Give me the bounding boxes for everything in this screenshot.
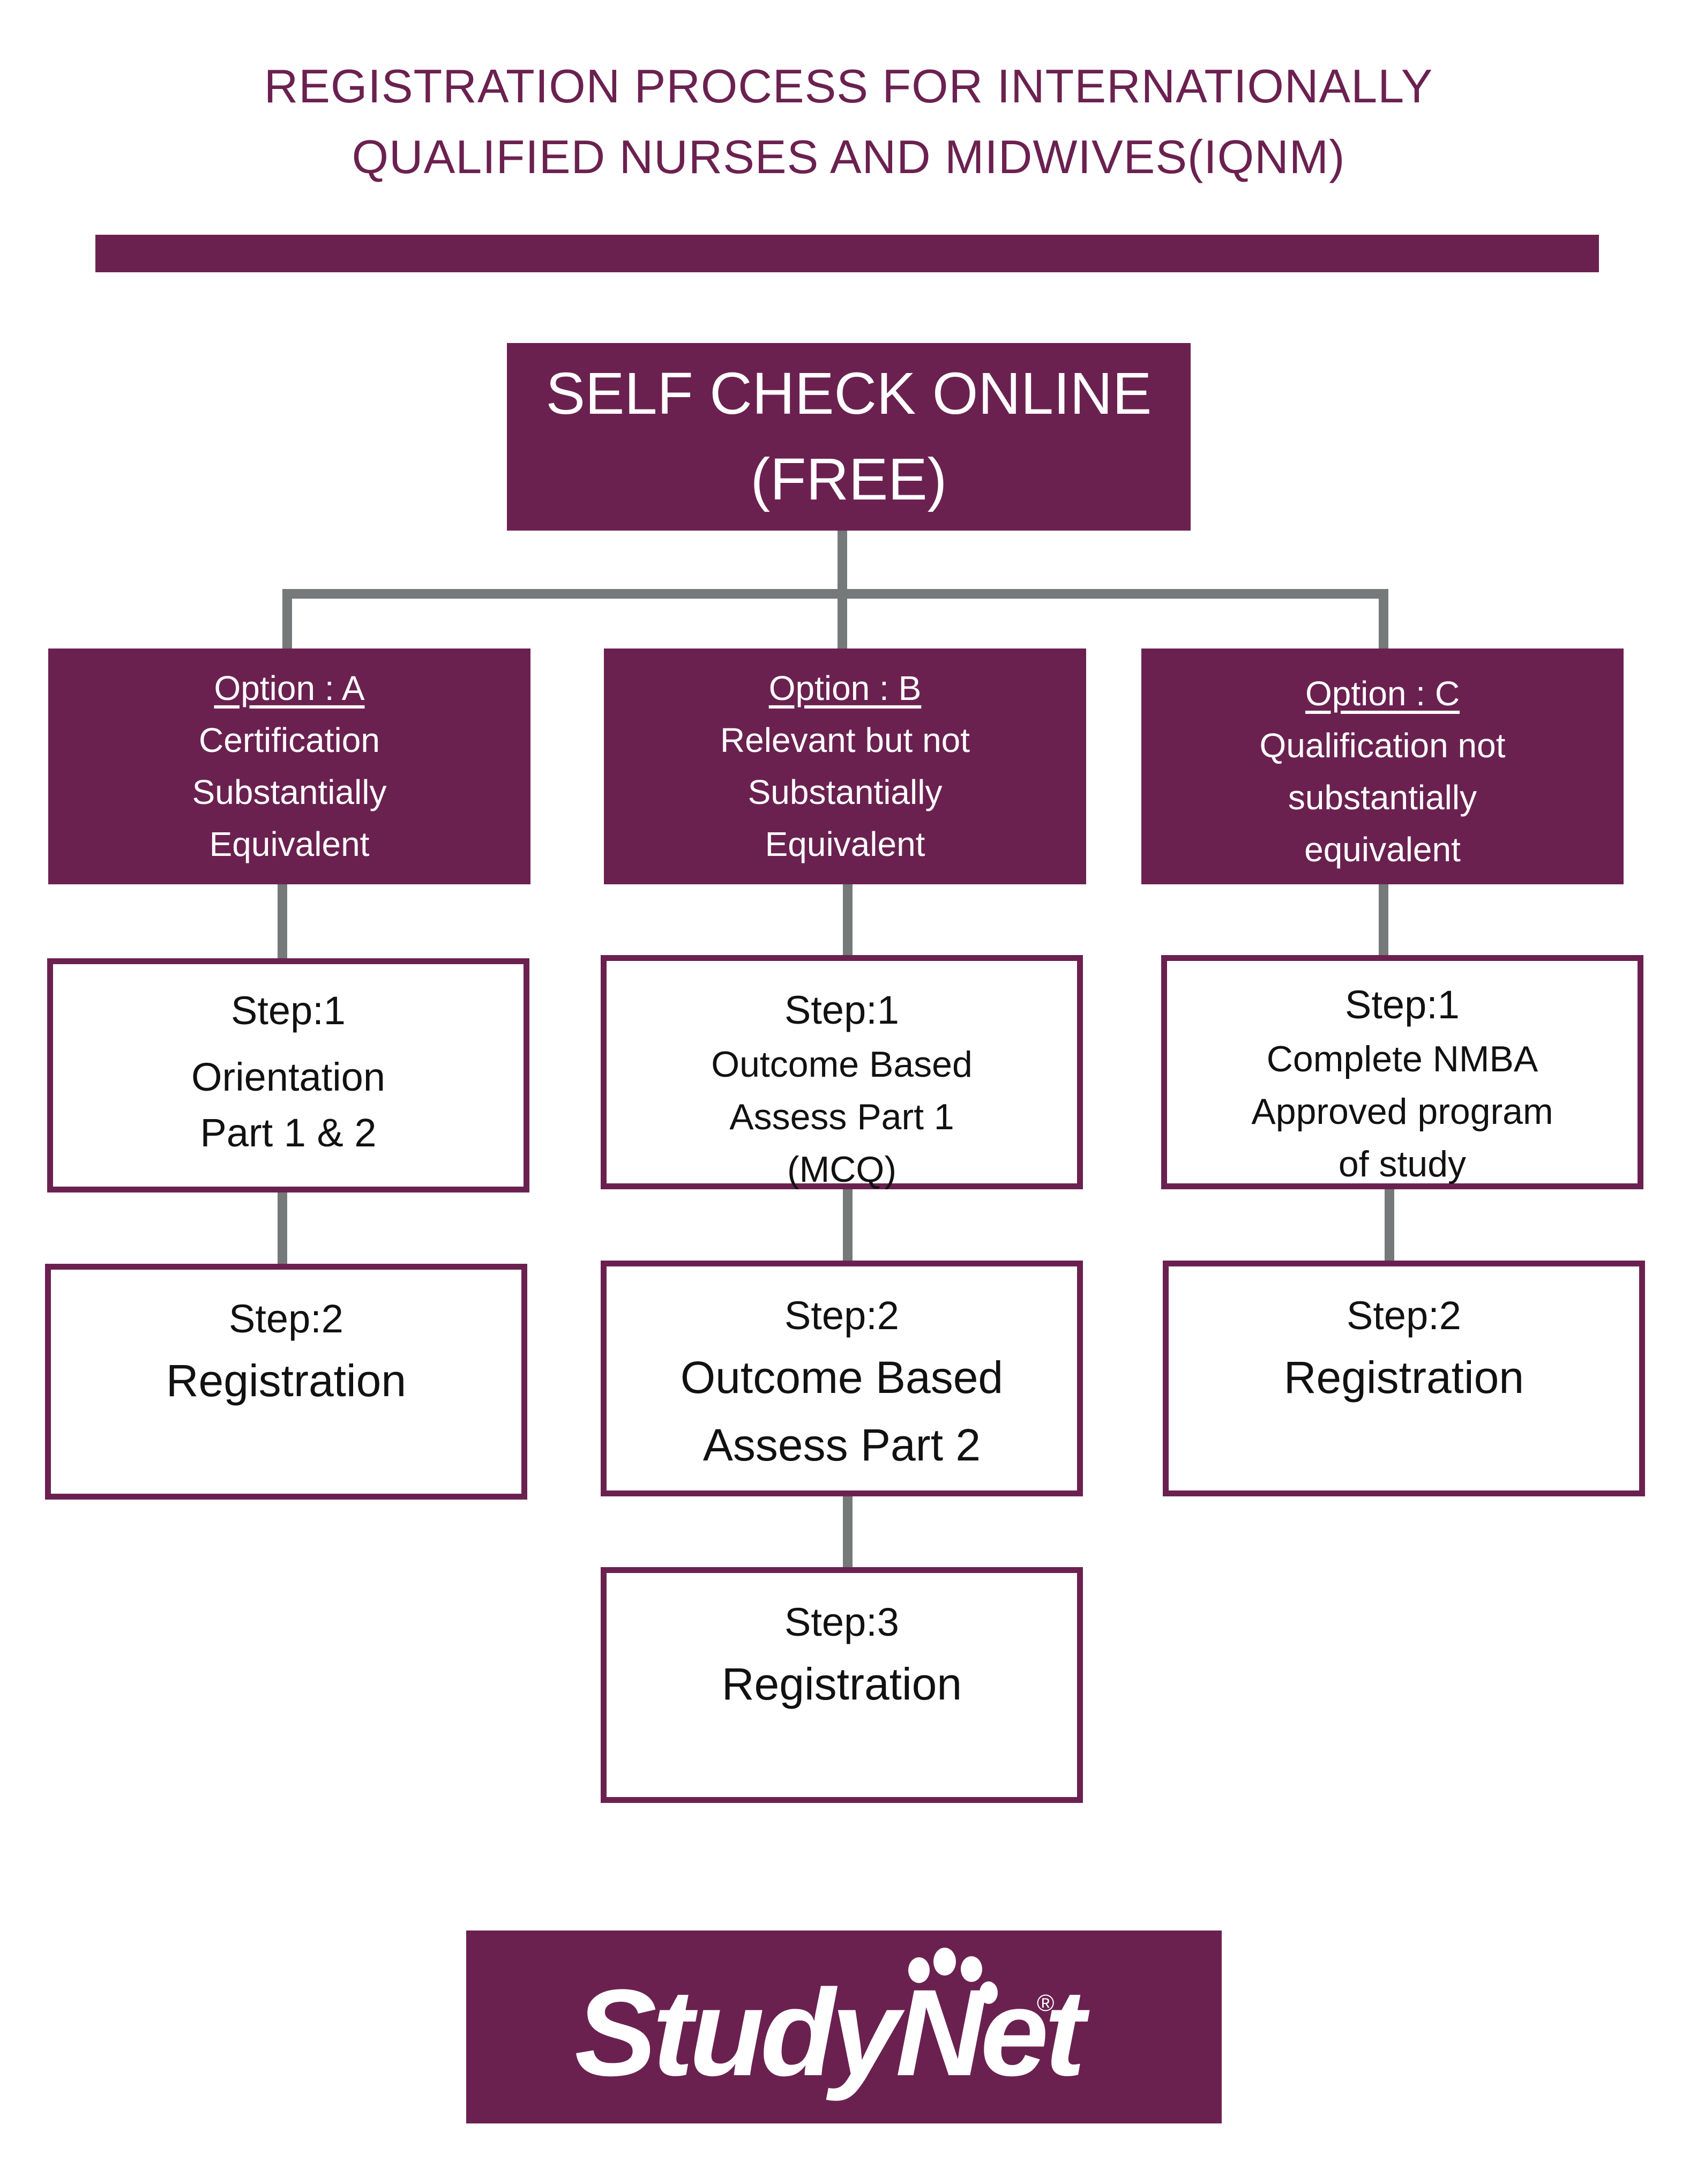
option-a-step-2-box: Step:2 Registration	[45, 1264, 527, 1500]
option-b-step-2-label: Step:2	[784, 1293, 899, 1338]
connector-root-down	[838, 530, 847, 594]
option-c-step-2-box: Step:2 Registration	[1163, 1261, 1645, 1496]
option-c-step-1-label: Step:1	[1345, 982, 1460, 1027]
header-divider-bar	[95, 235, 1599, 272]
option-b-line-3: Equivalent	[765, 825, 925, 863]
option-b-step-3-box: Step:3 Registration	[601, 1567, 1083, 1803]
connector-b-step1-step2	[843, 1187, 853, 1262]
connector-a-option-step1	[278, 883, 287, 959]
connector-option-b-drop	[838, 589, 847, 650]
page-title: REGISTRATION PROCESS FOR INTERNATIONALLY…	[0, 51, 1697, 192]
option-a-box: Option : A Certification Substantially E…	[48, 649, 530, 884]
option-c-step-1-line-2: Approved program	[1251, 1091, 1553, 1132]
option-c-step-1-line-3: of study	[1338, 1144, 1467, 1184]
option-b-line-2: Substantially	[747, 773, 943, 811]
self-check-online-box: SELF CHECK ONLINE (FREE)	[507, 343, 1191, 531]
option-b-step-2-line-1: Outcome Based	[680, 1352, 1004, 1403]
option-a-step-2-label: Step:2	[229, 1296, 343, 1341]
option-c-line-3: equivalent	[1304, 830, 1461, 869]
option-a-step-1-label: Step:1	[231, 988, 346, 1033]
option-b-step-3-label: Step:3	[784, 1600, 899, 1644]
option-c-step-2-line-1: Registration	[1283, 1352, 1524, 1403]
option-c-box: Option : C Qualification not substantial…	[1141, 649, 1624, 884]
option-c-heading: Option : C	[1305, 674, 1460, 713]
option-b-step-2-box: Step:2 Outcome Based Assess Part 2	[601, 1261, 1083, 1496]
connector-b-option-step1	[843, 883, 853, 957]
option-c-step-1-box: Step:1 Complete NMBA Approved program of…	[1161, 955, 1643, 1189]
connector-a-step1-step2	[278, 1190, 287, 1265]
connector-horizontal	[282, 589, 1388, 599]
option-b-step-1-line-2: Assess Part 1	[729, 1097, 954, 1137]
connector-option-a-drop	[282, 589, 292, 650]
option-b-step-1-box: Step:1 Outcome Based Assess Part 1 (MCQ)	[601, 955, 1083, 1190]
option-c-line-2: substantially	[1288, 778, 1477, 817]
option-b-step-3-line-1: Registration	[721, 1659, 962, 1709]
option-b-step-2-line-2: Assess Part 2	[702, 1420, 981, 1470]
option-a-step-1-line-1: Orientation	[191, 1055, 385, 1099]
page-title-line-1: REGISTRATION PROCESS FOR INTERNATIONALLY	[264, 59, 1433, 113]
option-b-heading: Option : B	[768, 669, 922, 707]
page-title-line-2: QUALIFIED NURSES AND MIDWIVES(IQNM)	[352, 130, 1345, 183]
registered-mark: ®	[1037, 1990, 1054, 2016]
self-check-line-2: (FREE)	[750, 446, 947, 512]
option-a-line-2: Substantially	[192, 773, 387, 811]
studynet-logo-banner: StudyNet ®	[466, 1930, 1222, 2123]
option-a-step-1-line-2: Part 1 & 2	[200, 1110, 377, 1155]
option-b-line-1: Relevant but not	[720, 721, 970, 759]
option-c-step-1-line-1: Complete NMBA	[1266, 1039, 1538, 1079]
option-b-step-1-line-3: (MCQ)	[787, 1149, 896, 1190]
connector-option-c-drop	[1379, 589, 1388, 650]
connector-b-step2-step3	[843, 1493, 853, 1569]
option-a-step-2-line-1: Registration	[166, 1355, 407, 1406]
connector-c-step1-step2	[1385, 1187, 1394, 1262]
option-a-line-3: Equivalent	[209, 825, 370, 863]
option-c-line-1: Qualification not	[1259, 726, 1506, 765]
studynet-logo-text: StudyNet	[576, 1964, 1090, 2101]
option-a-heading: Option : A	[214, 669, 365, 707]
self-check-line-1: SELF CHECK ONLINE	[545, 361, 1152, 427]
option-a-line-1: Certification	[199, 721, 380, 759]
paw-print-icon	[908, 1948, 998, 2004]
studynet-logo: StudyNet ®	[576, 1948, 1094, 2101]
option-a-step-1-box: Step:1 Orientation Part 1 & 2	[47, 958, 529, 1192]
option-c-step-2-label: Step:2	[1347, 1293, 1461, 1338]
connector-c-option-step1	[1379, 883, 1388, 957]
option-b-step-1-label: Step:1	[784, 988, 899, 1032]
option-b-box: Option : B Relevant but not Substantiall…	[604, 649, 1086, 884]
option-b-step-1-line-1: Outcome Based	[711, 1044, 973, 1085]
